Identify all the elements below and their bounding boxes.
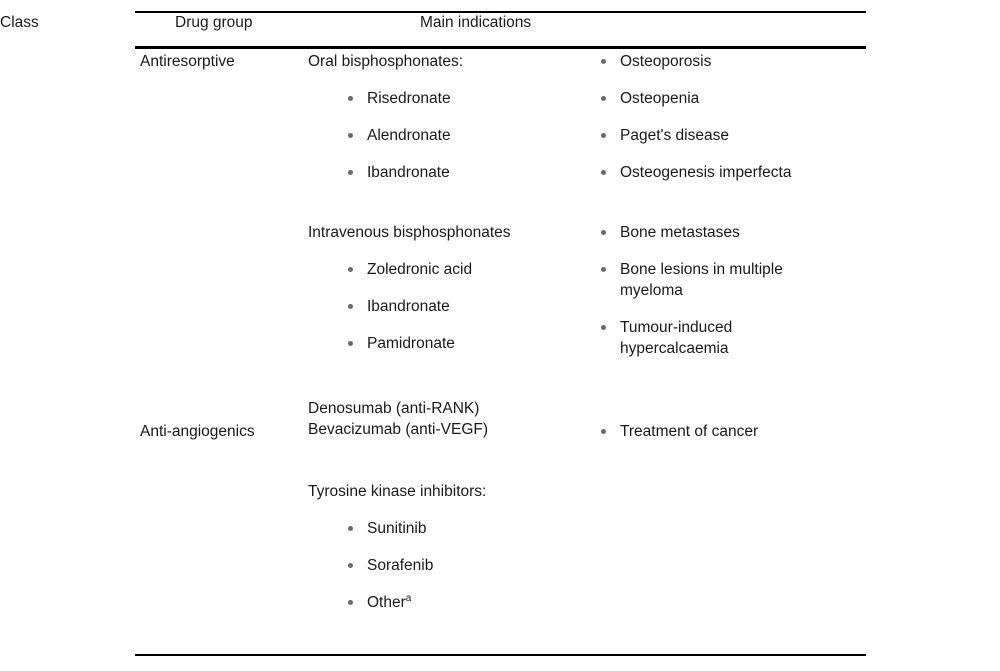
bullet-icon: [348, 267, 353, 272]
list-item: Bone lesions in multiple myeloma: [601, 259, 796, 301]
row-class-antiresorptive: Antiresorptive: [140, 53, 235, 70]
list-item: Paget's disease: [601, 125, 729, 146]
drug-name: Zoledronic acid: [367, 261, 473, 278]
bullet-icon: [348, 304, 353, 309]
bullet-icon: [348, 96, 353, 101]
list-item: Alendronate: [348, 125, 451, 146]
bullet-icon: [601, 429, 606, 434]
column-header-main-indications: Main indications: [420, 14, 532, 31]
drug-group-title-intravenous-bisphosphonates: Intravenous bisphosphonates: [308, 224, 511, 241]
list-item: Osteopenia: [601, 88, 699, 109]
drug-name: Ibandronate: [367, 164, 450, 181]
list-item: Treatment of cancer: [601, 421, 758, 442]
drug-group-title-monoclonal-antibodies: Denosumab (anti-RANK) Bevacizumab (anti-…: [308, 400, 489, 438]
list-item: Risedronate: [348, 88, 451, 109]
bullet-icon: [348, 170, 353, 175]
indication: Bone lesions in multiple myeloma: [620, 261, 783, 299]
rule-header: [135, 46, 866, 49]
drug-name: Sorafenib: [367, 557, 434, 574]
bullet-icon: [601, 59, 606, 64]
bullet-icon: [601, 96, 606, 101]
bullet-icon: [348, 526, 353, 531]
list-item: Ibandronate: [348, 296, 450, 317]
list-item: Osteoporosis: [601, 51, 711, 72]
list-item: Pamidronate: [348, 333, 455, 354]
drug-name-text: Other: [367, 594, 406, 611]
drug-name: Alendronate: [367, 127, 451, 144]
indication: Osteoporosis: [620, 53, 712, 70]
row-class-anti-angiogenics: Anti-angiogenics: [140, 423, 255, 440]
list-item: Sorafenib: [348, 555, 433, 576]
bullet-icon: [348, 341, 353, 346]
data-table: Class Drug group Main indications: [0, 0, 1000, 46]
bullet-icon: [601, 230, 606, 235]
bullet-icon: [601, 133, 606, 138]
drug-name: Risedronate: [367, 90, 451, 107]
drug-name-other: Othera: [348, 592, 411, 613]
indication: Osteopenia: [620, 90, 700, 107]
bullet-icon: [348, 600, 353, 605]
bullet-icon: [601, 325, 606, 330]
bullet-icon: [601, 170, 606, 175]
indication: Tumour-induced hypercalcaemia: [620, 319, 733, 357]
indication: Paget's disease: [620, 127, 729, 144]
list-item: Othera: [348, 592, 411, 613]
bullet-icon: [348, 563, 353, 568]
list-item: Sunitinib: [348, 518, 426, 539]
drug-group-title-tyrosine-kinase-inhibitors: Tyrosine kinase inhibitors:: [308, 483, 487, 500]
column-header-class: Class: [0, 14, 39, 31]
drug-name: Pamidronate: [367, 335, 455, 352]
table-header-row: Class Drug group Main indications: [0, 0, 1000, 46]
drug-group-title-oral-bisphosphonates: Oral bisphosphonates:: [308, 53, 464, 70]
indication: Treatment of cancer: [620, 423, 759, 440]
indication: Osteogenesis imperfecta: [620, 164, 792, 181]
list-item: Tumour-induced hypercalcaemia: [601, 317, 751, 359]
bullet-icon: [601, 267, 606, 272]
drug-name: Ibandronate: [367, 298, 450, 315]
rule-bottom: [135, 654, 866, 656]
indication: Bone metastases: [620, 224, 740, 241]
column-header-drug-group: Drug group: [175, 14, 253, 31]
list-item: Bone metastases: [601, 222, 801, 243]
bullet-icon: [348, 133, 353, 138]
drug-name: Sunitinib: [367, 520, 427, 537]
list-item: Ibandronate: [348, 162, 450, 183]
list-item: Zoledronic acid: [348, 259, 472, 280]
footnote-marker: a: [405, 592, 412, 604]
rule-top: [135, 11, 866, 13]
list-item: Osteogenesis imperfecta: [601, 162, 791, 183]
